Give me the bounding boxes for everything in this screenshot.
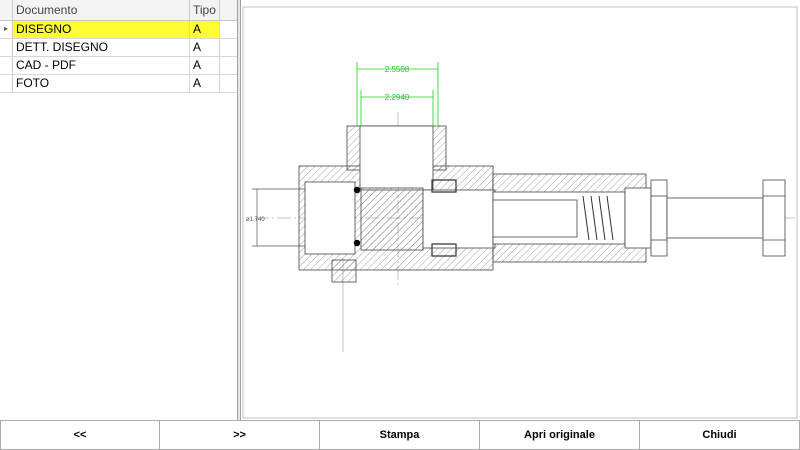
document-grid: Documento Tipo ▸ DISEGNO A DETT. DISEGNO… xyxy=(0,0,237,93)
pane-splitter[interactable] xyxy=(238,0,241,420)
drawing-viewer[interactable]: 2.5508 2.2940 ø1.740 xyxy=(241,0,800,420)
header-filler xyxy=(220,0,237,20)
open-original-button[interactable]: Apri originale xyxy=(480,420,640,450)
cell-tipo[interactable]: A xyxy=(190,75,220,92)
close-button[interactable]: Chiudi xyxy=(640,420,800,450)
dimension-label-outer: 2.5508 xyxy=(385,65,410,74)
print-button[interactable]: Stampa xyxy=(320,420,480,450)
table-row[interactable]: CAD - PDF A xyxy=(0,57,237,75)
cell-tipo[interactable]: A xyxy=(190,39,220,56)
row-indicator xyxy=(0,57,13,74)
cartridge-assembly xyxy=(492,173,786,263)
dimension-label-inner: 2.2940 xyxy=(385,93,410,102)
dimension-lines xyxy=(356,62,439,126)
cell-tipo[interactable]: A xyxy=(190,57,220,74)
header-indicator xyxy=(0,0,13,20)
ball-top xyxy=(353,186,361,194)
valve-body xyxy=(298,125,496,283)
technical-drawing: 2.5508 2.2940 ø1.740 xyxy=(242,6,798,419)
diameter-dimension-lines xyxy=(252,188,305,247)
column-header-tipo[interactable]: Tipo xyxy=(190,0,220,20)
cell-documento[interactable]: FOTO xyxy=(13,75,190,92)
bottom-toolbar: << >> Stampa Apri originale Chiudi xyxy=(0,420,800,450)
grid-header: Documento Tipo xyxy=(0,0,237,21)
cell-documento[interactable]: CAD - PDF xyxy=(13,57,190,74)
ball-bottom xyxy=(353,239,361,247)
drawing-frame xyxy=(242,6,798,419)
row-indicator xyxy=(0,75,13,92)
row-selected-indicator-icon: ▸ xyxy=(0,21,13,38)
column-header-documento[interactable]: Documento xyxy=(13,0,190,20)
previous-button[interactable]: << xyxy=(0,420,160,450)
cell-tipo[interactable]: A xyxy=(190,21,220,38)
next-button[interactable]: >> xyxy=(160,420,320,450)
cell-documento[interactable]: DISEGNO xyxy=(13,21,190,38)
table-row[interactable]: FOTO A xyxy=(0,75,237,93)
cell-documento[interactable]: DETT. DISEGNO xyxy=(13,39,190,56)
table-row[interactable]: ▸ DISEGNO A xyxy=(0,21,237,39)
dimension-label-diameter: ø1.740 xyxy=(246,217,265,223)
document-list-pane: Documento Tipo ▸ DISEGNO A DETT. DISEGNO… xyxy=(0,0,238,420)
seal-rings xyxy=(431,179,457,257)
table-row[interactable]: DETT. DISEGNO A xyxy=(0,39,237,57)
row-indicator xyxy=(0,39,13,56)
